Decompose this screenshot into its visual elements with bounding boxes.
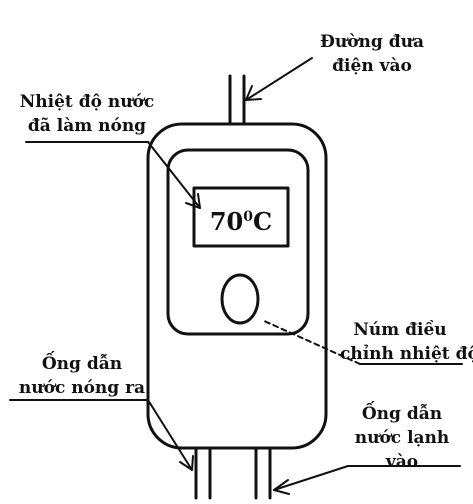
temperature-display <box>192 186 290 248</box>
cold-water-label: Ống dẫn nước lạnh vào <box>342 402 462 474</box>
temperature-value: 70 <box>209 207 244 236</box>
water-temperature-label-line2: đã làm nóng <box>27 116 147 136</box>
adjust-knob-label-line1: Núm điều <box>353 320 447 340</box>
power-line-label-line1: Đường đưa <box>320 32 424 52</box>
hot-water-label-line2: nước nóng ra <box>18 378 146 398</box>
temperature-pointer <box>25 141 201 209</box>
cold-water-pointer <box>273 465 461 495</box>
hot-water-pipe <box>194 446 212 500</box>
power-line-pointer <box>245 57 313 101</box>
power-line-label-line2: điện vào <box>332 56 412 76</box>
temperature-unit: C <box>253 207 273 236</box>
degree-superscript: 0 <box>243 209 254 225</box>
knob-pointer <box>261 319 463 365</box>
hot-water-label: Ống dẫn nước nóng ra <box>2 352 162 400</box>
cold-water-label-line1: Ống dẫn <box>361 404 443 424</box>
control-panel <box>166 148 310 336</box>
heater-body <box>146 122 328 450</box>
cold-water-label-line2: nước lạnh <box>354 428 450 448</box>
adjust-knob-label-line2: chỉnh nhiệt độ <box>340 344 473 364</box>
hot-water-pointer <box>9 399 194 471</box>
adjust-knob-label: Núm điều chỉnh nhiệt độ <box>340 318 473 366</box>
adjust-knob <box>220 273 260 325</box>
water-temperature-label-line1: Nhiệt độ nước <box>19 92 155 112</box>
cold-water-label-line3: vào <box>385 452 419 472</box>
temperature-reading: 700C <box>196 190 286 244</box>
power-cable <box>228 74 246 126</box>
power-line-label: Đường đưa điện vào <box>312 30 432 78</box>
cold-water-pipe <box>254 446 272 500</box>
hot-water-label-line1: Ống dẫn <box>41 354 123 374</box>
water-temperature-label: Nhiệt độ nước đã làm nóng <box>12 90 162 138</box>
